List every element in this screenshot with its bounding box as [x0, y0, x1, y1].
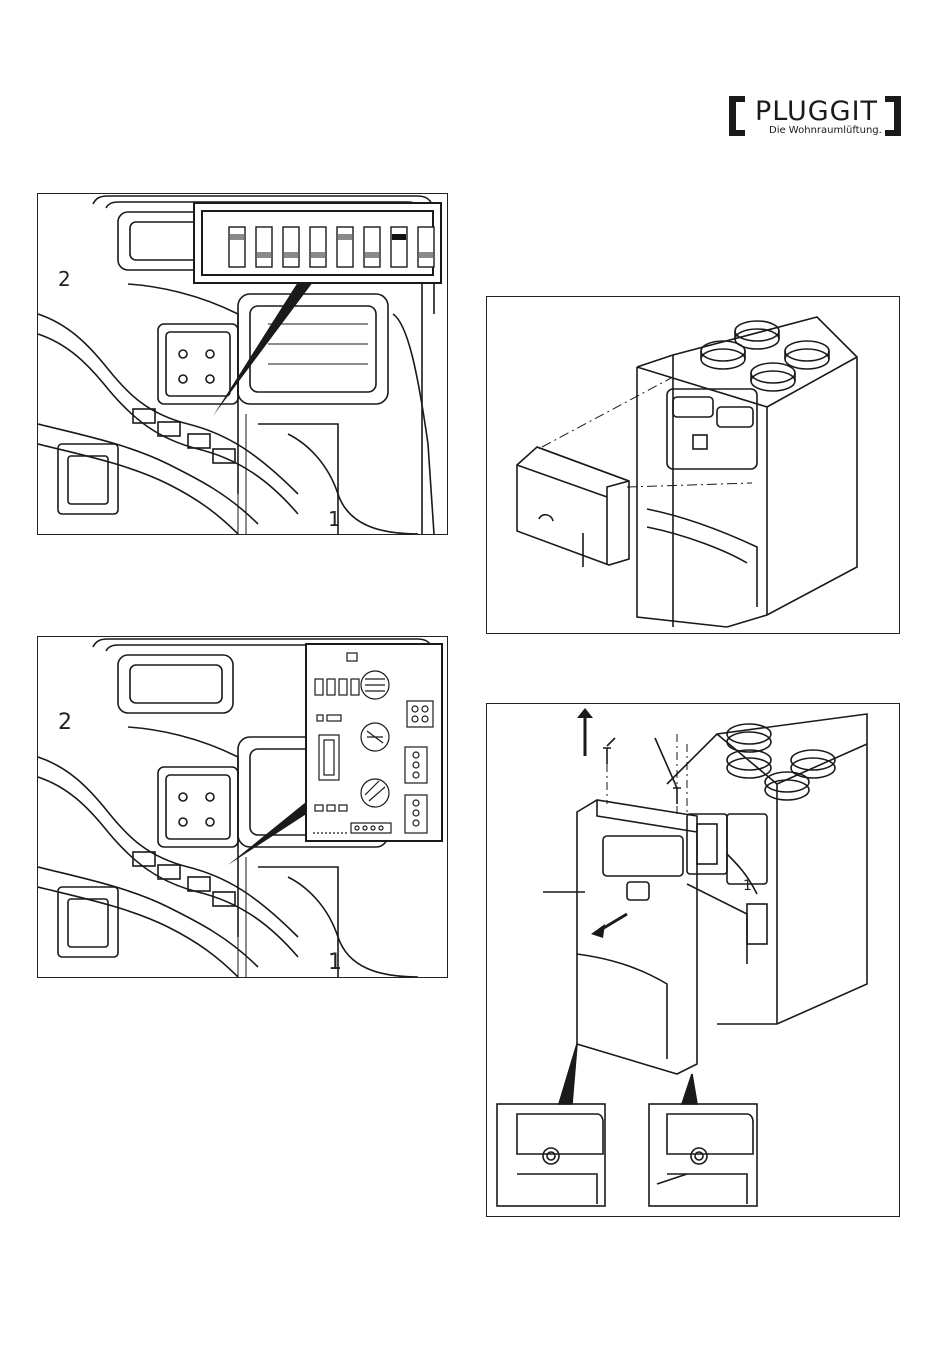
dip-switch-inset — [193, 202, 442, 284]
unit-exterior-drawing-2: 1 — [487, 704, 899, 1216]
brand-tagline: Die Wohnraumlüftung. — [769, 125, 882, 136]
circuit-board-detail — [307, 645, 441, 840]
logo-left-bracket-icon — [727, 94, 747, 138]
figure-label-2: 2 — [58, 710, 72, 735]
figure-label-2: 2 — [58, 267, 71, 291]
figure-cover-removal — [486, 296, 900, 634]
dip-switch-7[interactable] — [391, 227, 407, 267]
dip-switch-3[interactable] — [283, 227, 299, 267]
dip-switch-1[interactable] — [229, 227, 245, 267]
dip-switch-4[interactable] — [310, 227, 326, 267]
figure-label-1: 1 — [328, 507, 341, 531]
dip-switch-5[interactable] — [337, 227, 353, 267]
dip-switch-6[interactable] — [364, 227, 380, 267]
brand-logo: PLUGGIT Die Wohnraumlüftung. — [727, 94, 907, 140]
unit-exterior-drawing — [487, 297, 899, 633]
dip-switch-array — [195, 204, 440, 282]
figure-control-board: 2 1 — [37, 636, 448, 978]
brand-name: PLUGGIT — [755, 96, 878, 127]
figure-label-1: 1 — [328, 950, 342, 975]
figure-label-1: 1 — [743, 878, 752, 894]
dip-switch-8[interactable] — [418, 227, 434, 267]
control-board-inset — [305, 643, 443, 842]
figure-front-panel-removal: 1 — [486, 703, 900, 1217]
figure-dip-switch-setting: 2 1 — [37, 193, 448, 535]
logo-right-bracket-icon — [883, 94, 903, 138]
dip-switch-2[interactable] — [256, 227, 272, 267]
